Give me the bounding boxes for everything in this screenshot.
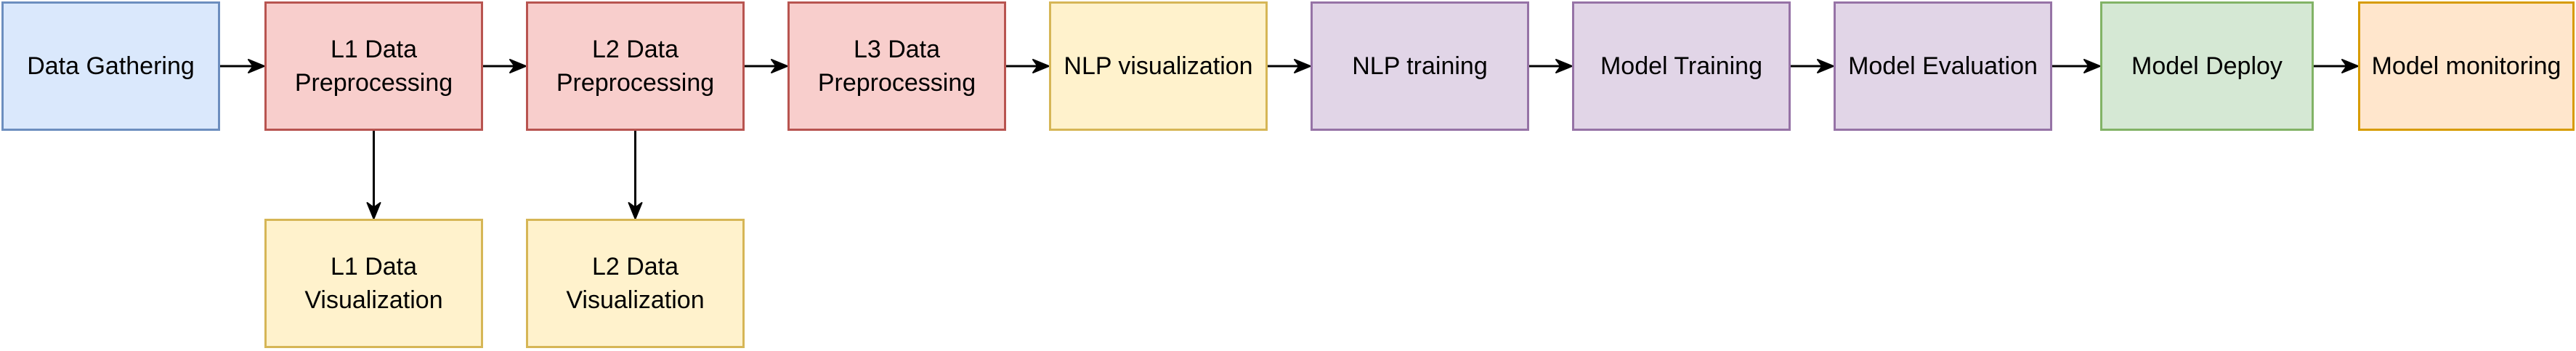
- arrowhead-icon: [509, 59, 527, 73]
- edge-l1-preprocessing-to-l2-preprocessing: [483, 59, 527, 73]
- arrowhead-icon: [2083, 59, 2101, 73]
- node-model-deploy: Model Deploy: [2100, 1, 2314, 131]
- arrowhead-icon: [248, 59, 265, 73]
- arrowhead-icon: [628, 202, 643, 219]
- edge-nlp-training-to-model-training: [1529, 59, 1573, 73]
- edge-l3-preprocessing-to-nlp-visualization: [1006, 59, 1050, 73]
- arrowhead-icon: [366, 202, 381, 219]
- node-model-training: Model Training: [1572, 1, 1791, 131]
- edge-model-deploy-to-model-monitoring: [2314, 59, 2359, 73]
- arrowhead-icon: [771, 59, 788, 73]
- arrowhead-icon: [1294, 59, 1311, 73]
- node-nlp-training: NLP training: [1311, 1, 1529, 131]
- node-l2-preprocessing: L2 Data Preprocessing: [526, 1, 745, 131]
- node-l1-preprocessing: L1 Data Preprocessing: [264, 1, 483, 131]
- edge-data-gathering-to-l1-preprocessing: [220, 59, 265, 73]
- arrowhead-icon: [1555, 59, 1573, 73]
- node-data-gathering: Data Gathering: [1, 1, 220, 131]
- edge-model-evaluation-to-model-deploy: [2052, 59, 2101, 73]
- node-nlp-visualization: NLP visualization: [1049, 1, 1268, 131]
- arrowhead-icon: [1032, 59, 1050, 73]
- node-l1-visualization: L1 Data Visualization: [264, 219, 483, 348]
- node-l2-visualization: L2 Data Visualization: [526, 219, 745, 348]
- node-l3-preprocessing: L3 Data Preprocessing: [787, 1, 1006, 131]
- edge-l1-preprocessing-to-l1-visualization: [366, 131, 381, 219]
- arrowhead-icon: [2341, 59, 2359, 73]
- node-model-evaluation: Model Evaluation: [1834, 1, 2052, 131]
- edge-l2-preprocessing-to-l3-preprocessing: [745, 59, 788, 73]
- edge-l2-preprocessing-to-l2-visualization: [628, 131, 643, 219]
- edge-nlp-visualization-to-nlp-training: [1268, 59, 1311, 73]
- arrowhead-icon: [1817, 59, 1834, 73]
- edge-model-training-to-model-evaluation: [1791, 59, 1834, 73]
- node-model-monitoring: Model monitoring: [2358, 1, 2575, 131]
